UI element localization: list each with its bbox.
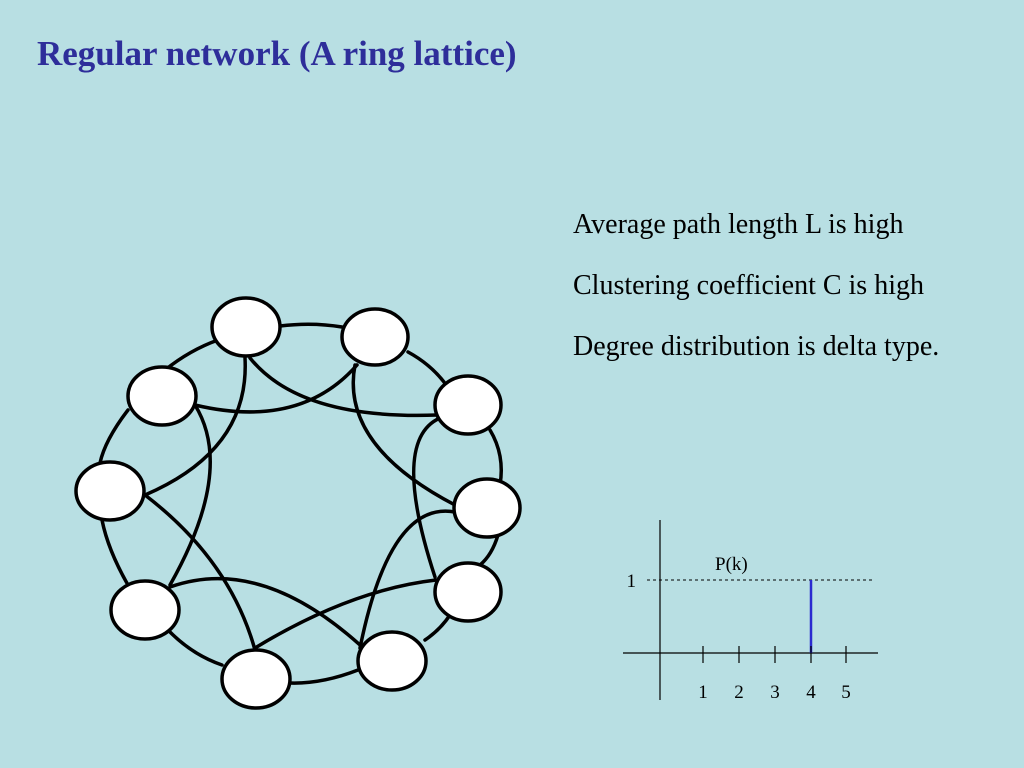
edge-n3-n4: [488, 428, 503, 487]
node-9: [74, 460, 146, 522]
bullet-clustering: Clustering coefficient C is high: [573, 270, 924, 301]
node-7: [220, 648, 292, 710]
edge-n10-n1: [163, 338, 220, 372]
edge-n6-n7: [288, 668, 360, 685]
edge-n2-n4: [351, 363, 457, 507]
bullet-list: Average path length L is high Clustering…: [573, 205, 963, 388]
edge-n6-n8: [168, 576, 362, 647]
edge-n4-n5: [478, 533, 500, 567]
degree-distribution-plot: 1 P(k) 1 2 3 4 5: [623, 520, 878, 703]
edge-n8-n10: [168, 403, 212, 587]
edge-n7-n9: [143, 493, 257, 652]
x-tick-label: 5: [841, 682, 851, 703]
plot-title: P(k): [715, 554, 748, 575]
edge-n3-n5: [412, 416, 442, 579]
node-5: [433, 561, 503, 623]
node-8: [109, 579, 181, 641]
edge-n1-n9: [143, 356, 247, 497]
node-4: [452, 477, 522, 539]
bullet-path-length: Average path length L is high: [573, 209, 904, 240]
edge-n5-n6: [423, 613, 452, 642]
node-3: [433, 374, 503, 436]
x-tick-label: 3: [770, 682, 780, 703]
edge-n2-n10: [193, 363, 359, 414]
node-6: [356, 630, 428, 692]
x-tick-label: 2: [734, 682, 744, 703]
edge-n7-n8: [168, 630, 224, 667]
edge-n9-n10: [98, 408, 130, 465]
x-tick-label: 4: [806, 682, 816, 703]
node-2: [340, 307, 410, 367]
edge-n8-n9: [100, 518, 130, 587]
node-1: [210, 296, 282, 358]
slide-title: Regular network (A ring lattice): [37, 34, 517, 73]
bullet-degree-distribution: Degree distribution is delta type.: [573, 331, 940, 362]
edge-n5-n7: [253, 578, 438, 650]
y-tick-label: 1: [627, 571, 637, 592]
chord-edges: [143, 356, 457, 652]
edge-n1-n3: [248, 356, 439, 418]
edge-n2-n3: [406, 350, 449, 388]
edge-n4-n6: [358, 509, 457, 650]
edge-n1-n2: [278, 322, 344, 329]
ring-nodes: [74, 296, 522, 710]
node-10: [126, 365, 198, 427]
x-tick-label: 1: [698, 682, 708, 703]
